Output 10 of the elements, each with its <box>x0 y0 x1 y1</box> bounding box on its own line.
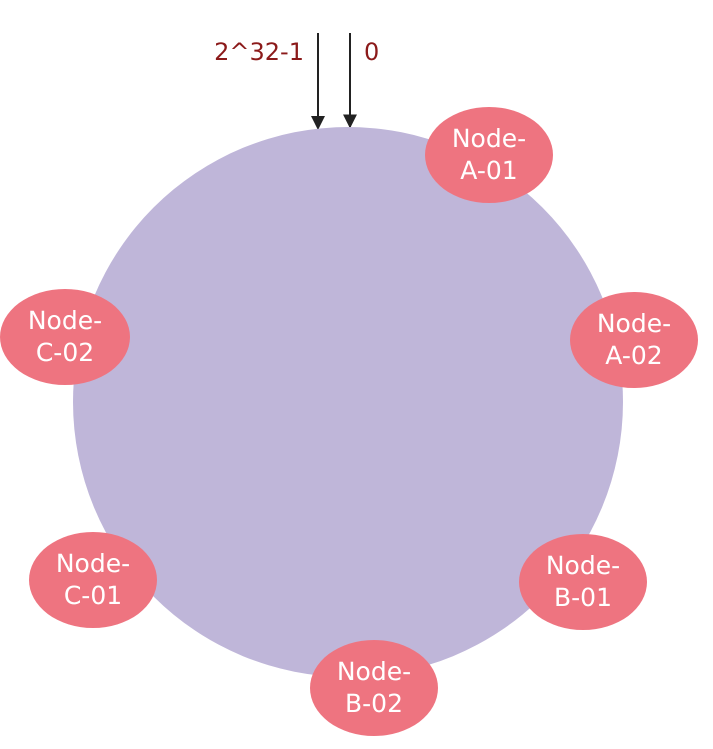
node-label: Node- A-02 <box>596 308 672 372</box>
node-label: Node- C-01 <box>54 548 132 612</box>
node-label: Node- C-02 <box>26 304 104 369</box>
arrow <box>343 33 357 128</box>
ring-position-label: 0 <box>364 38 380 66</box>
node-label: Node- B-01 <box>544 550 622 614</box>
node-label: Node- A-01 <box>450 122 528 187</box>
node-label: Node- B-02 <box>336 656 412 720</box>
arrow <box>311 33 325 130</box>
ring-position-label: 2^32-1 <box>214 38 304 66</box>
